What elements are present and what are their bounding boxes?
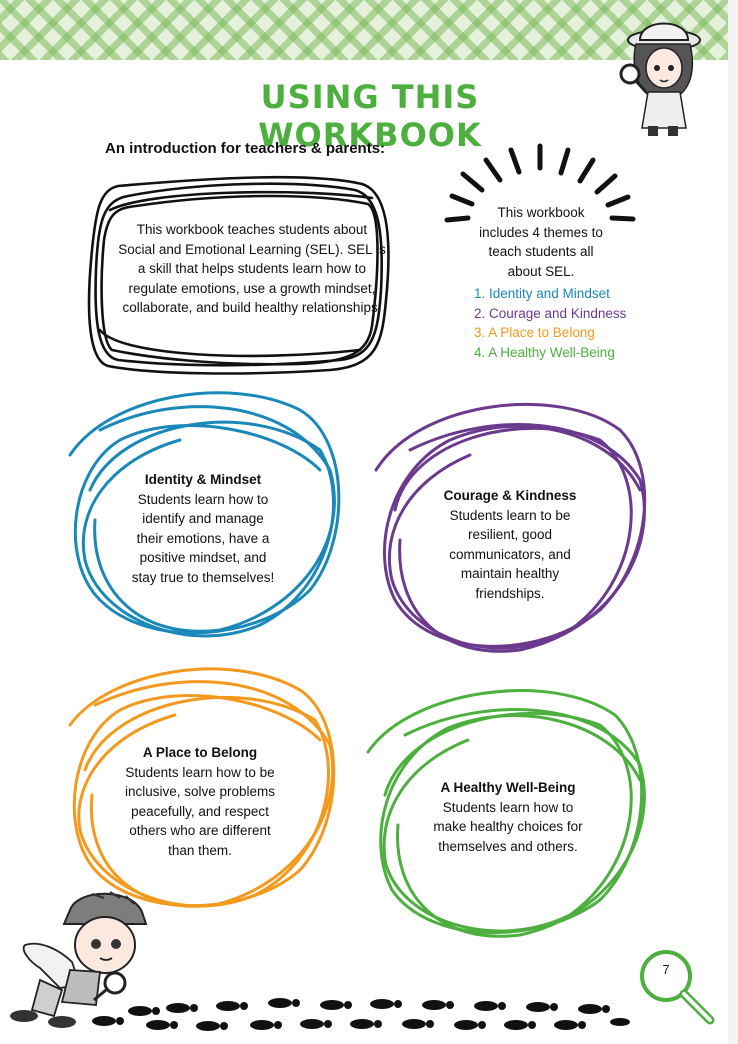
theme-body: Students learn to be resilient, good com… [449, 507, 571, 601]
themes-list-item: 1. Identity and Mindset [474, 286, 610, 301]
theme-heading: A Place to Belong [142, 745, 258, 760]
sel-intro-body: This workbook teaches students about Soc… [118, 222, 386, 315]
page-edge [728, 0, 738, 1044]
themes-list-item: 4. A Healthy Well-Being [474, 344, 615, 360]
themes-list-item: 3. A Place to Belong [474, 325, 595, 340]
sel-intro-text: This workbook teaches students about Soc… [118, 220, 386, 318]
theme-identity-mindset: Identity & Mindset Students learn how to… [128, 470, 278, 587]
page-number: 7 [662, 962, 670, 977]
theme-heading: Courage & Kindness [443, 488, 577, 503]
themes-list: 1. Identity and Mindset 2. Courage and K… [474, 284, 626, 362]
footprints-icon [92, 998, 630, 1031]
themes-intro-text: This workbook includes 4 themes to teach… [476, 203, 606, 281]
theme-heading: Identity & Mindset [144, 472, 262, 487]
theme-body: Students learn how to be inclusive, solv… [124, 764, 276, 858]
theme-heading: A Healthy Well-Being [440, 780, 576, 795]
theme-place-to-belong: A Place to Belong Students learn how to … [122, 743, 278, 860]
detective-boy-illustration [10, 891, 148, 1028]
theme-healthy-well-being: A Healthy Well-Being Students learn how … [432, 778, 584, 856]
intro-heading: An introduction for teachers & parents: [105, 140, 386, 157]
themes-intro-body: This workbook includes 4 themes to teach… [479, 205, 603, 279]
header-banner [0, 0, 728, 60]
theme-body: Students learn how to identify and manag… [131, 491, 275, 585]
theme-courage-kindness: Courage & Kindness Students learn to be … [436, 486, 584, 603]
themes-list-item: 2. Courage and Kindness [474, 305, 627, 321]
page-title: USING THIS WORKBOOK [258, 78, 482, 154]
theme-body: Students learn how to make healthy choic… [433, 799, 583, 854]
